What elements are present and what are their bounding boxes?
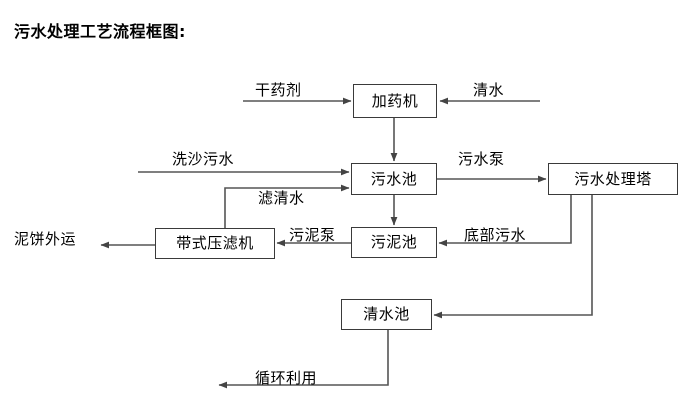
terminal-recycling-reuse: 循环利用 [255,369,318,387]
node-sewage-pool[interactable]: 污水池 [351,163,437,195]
node-clean-water-pool[interactable]: 清水池 [341,299,432,330]
edge-clean-water-pool-to-reuse [218,330,389,389]
node-treatment-tower[interactable]: 污水处理塔 [548,163,678,195]
edge-label-filtrate-clear-water: 滤清水 [258,189,305,207]
edge-tower-to-clean-water-pool [433,195,593,319]
edge-label-clean-water: 清水 [473,81,505,99]
edge-label-sewage-pump: 污水泵 [458,150,505,168]
node-treatment-tower-label: 污水处理塔 [574,169,652,188]
node-belt-filter-press-label: 带式压滤机 [176,234,254,252]
edge-label-dry-agent: 干药剂 [255,81,302,99]
node-clean-water-pool-label: 清水池 [363,305,410,323]
node-sewage-pool-label: 污水池 [370,169,418,188]
edge-label-bottom-sewage: 底部污水 [464,226,527,244]
node-dosing-machine[interactable]: 加药机 [353,84,437,118]
page-title: 污水处理工艺流程框图: [14,22,186,41]
node-dosing-machine-label: 加药机 [371,91,419,110]
edge-filterpress-to-sewage-pool [224,184,350,228]
node-belt-filter-press[interactable]: 带式压滤机 [155,228,275,259]
edge-label-sand-wash-sewage: 洗沙污水 [172,150,235,168]
terminal-mud-cake-out: 泥饼外运 [14,230,77,248]
edge-label-sludge-pump: 污泥泵 [289,226,336,244]
node-sludge-pool[interactable]: 污泥池 [351,227,437,258]
edge-tower-to-sludge-pool [438,195,572,247]
node-sludge-pool-label: 污泥池 [370,233,418,251]
